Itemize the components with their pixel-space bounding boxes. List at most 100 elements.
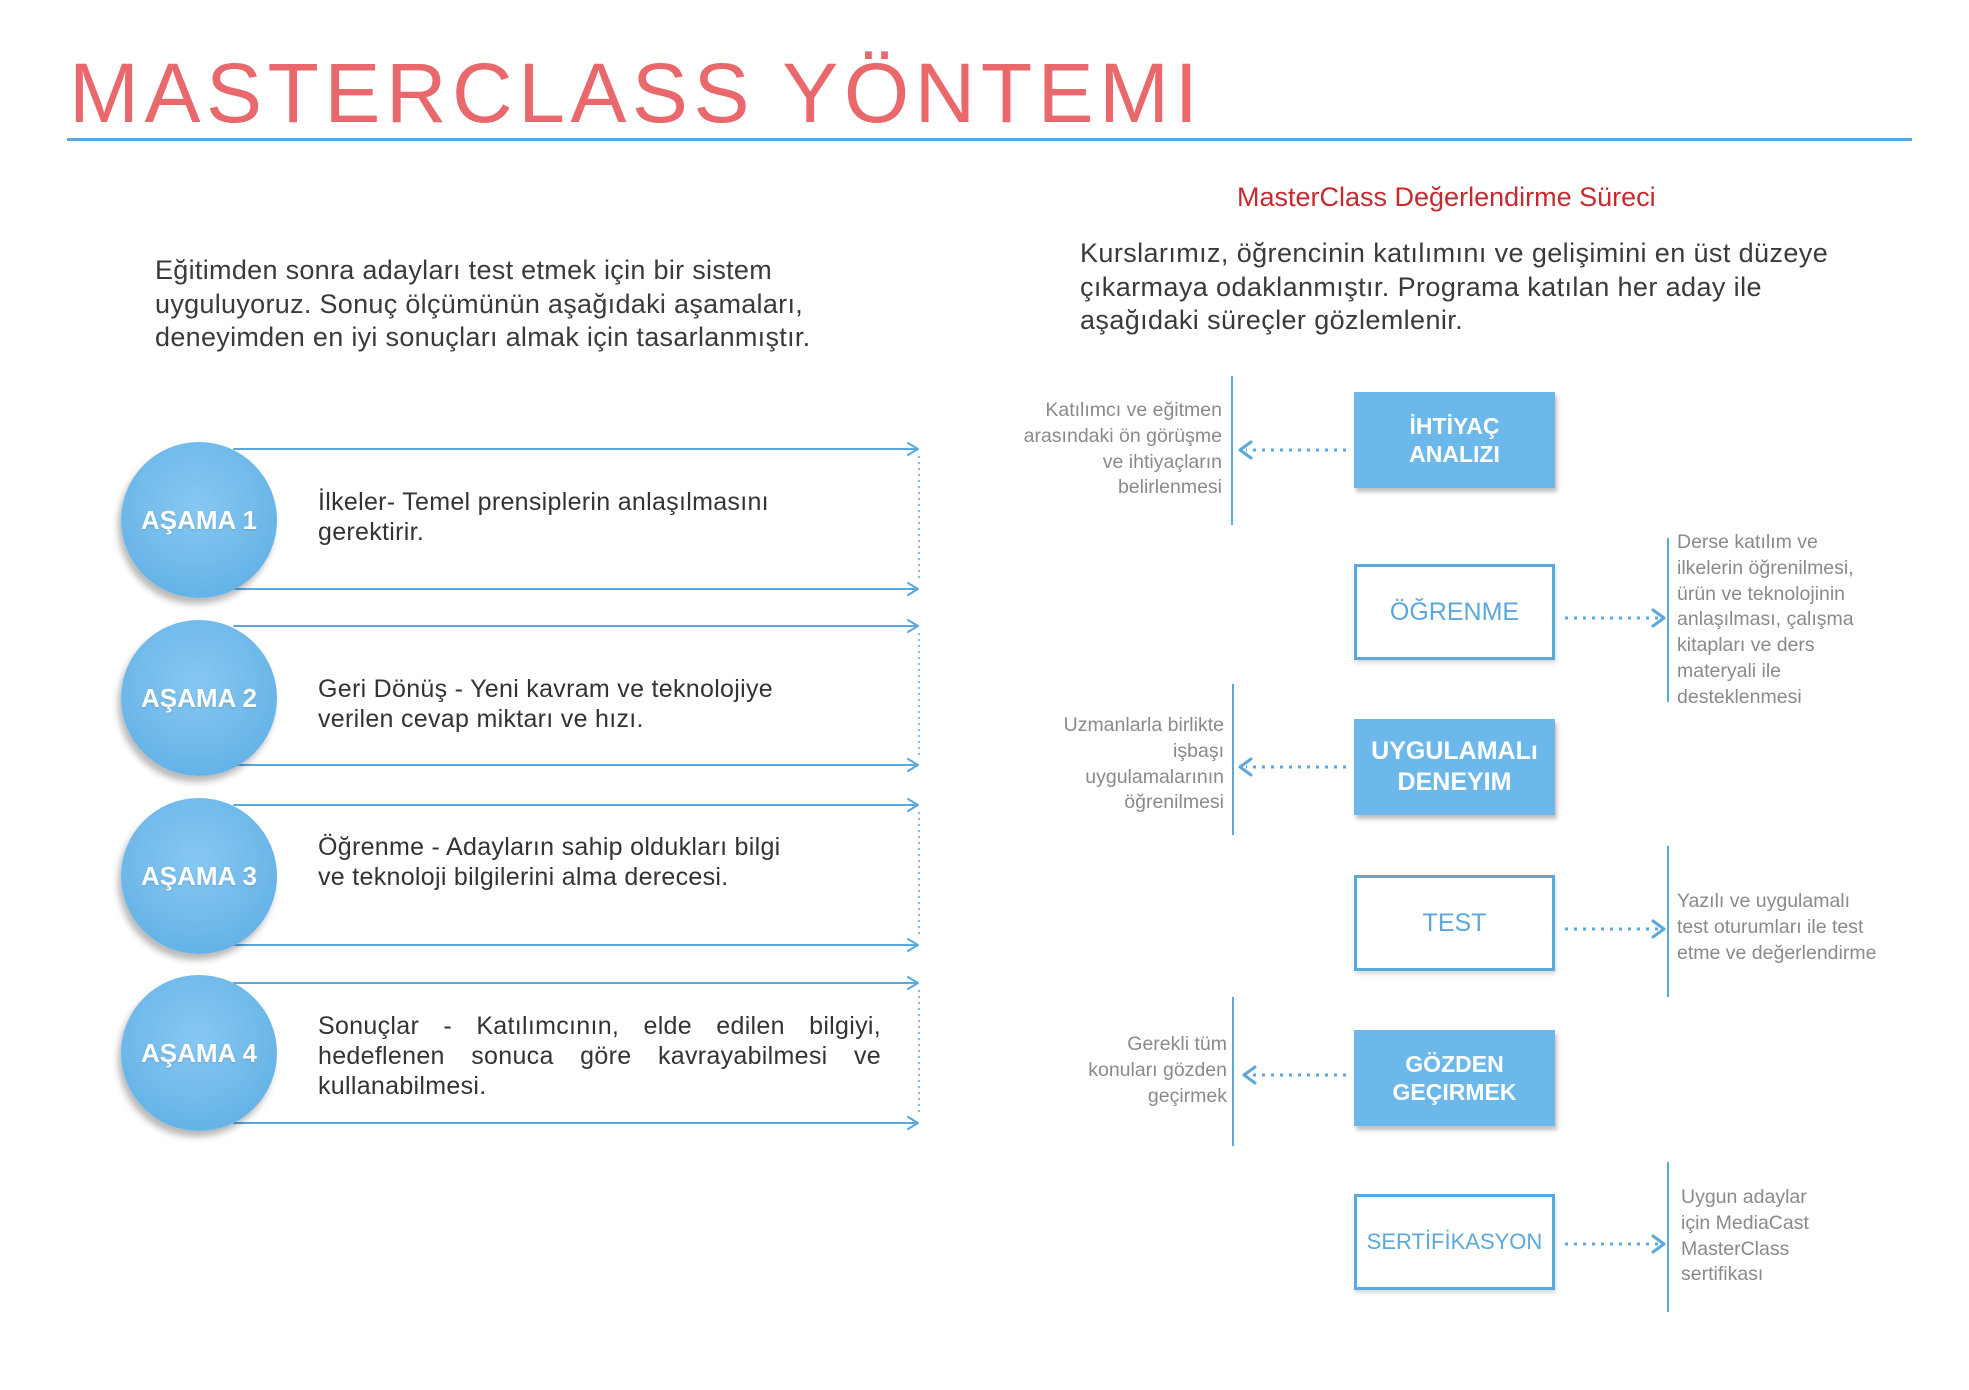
evaluation-intro: Kurslarımız, öğrencinin katılımını ve ge…	[1080, 237, 1828, 338]
step-note-line: için MediaCast	[1681, 1211, 1809, 1234]
step-4-arrowhead	[1651, 919, 1666, 939]
title-underline	[67, 138, 1912, 141]
stage-1-description-line: İlkeler- Temel prensiplerin anlaşılmasın…	[318, 488, 769, 516]
stage-4-connector	[233, 976, 920, 1130]
step-box-label-line: GÖZDEN	[1405, 1051, 1504, 1077]
step-1-connector	[1231, 376, 1346, 525]
step-1-note: Katılımcı ve eğitmen arasındaki ön görüş…	[992, 398, 1222, 501]
step-6-arrowhead	[1651, 1234, 1666, 1254]
step-3-note: Uzmanlarla birlikte işbaşı uygulamaların…	[994, 713, 1224, 816]
step-4-note: Yazılı ve uygulamalı test oturumları ile…	[1677, 889, 1876, 966]
step-5-connector	[1232, 997, 1346, 1146]
step-2-arrowhead	[1651, 608, 1666, 628]
stage-4-description-line: Sonuçlar - Katılımcının, elde edilen bil…	[318, 1012, 881, 1040]
page-title: MASTERCLASS YÖNTEMI	[69, 46, 1204, 140]
stage-1-top-arrowhead	[907, 442, 919, 456]
stage-4-description: Sonuçlar - Katılımcının, elde edilen bil…	[318, 1011, 881, 1101]
step-note-line: materyali ile	[1677, 659, 1782, 682]
method-intro: Eğitimden sonra adayları test etmek için…	[155, 254, 811, 355]
evaluation-intro-line: aşağıdaki süreçler gözlemlenir.	[1080, 305, 1464, 335]
step-box-label-line: SERTİFİKASYON	[1366, 1229, 1543, 1254]
step-note-line: MasterClass	[1681, 1237, 1790, 1260]
step-note-line: belirlenmesi	[1117, 476, 1222, 499]
step-note-line: Gerekli tüm	[1127, 1033, 1227, 1055]
step-6-connector	[1565, 1162, 1669, 1312]
stage-4-label: AŞAMA 4	[140, 1037, 258, 1068]
step-4-connector	[1565, 846, 1669, 997]
step-note-line: ve ihtiyaçların	[1102, 450, 1222, 473]
evaluation-intro-line: çıkarmaya odaklanmıştır. Programa katıla…	[1080, 271, 1762, 302]
step-needs-analysis-box: İHTİYAÇ ANALIZI	[1354, 392, 1555, 488]
stage-3-top-arrowhead	[907, 798, 919, 812]
step-2-connector	[1565, 538, 1669, 702]
stage-4-bottom-arrowhead	[907, 1116, 919, 1130]
step-5-note: Gerekli tüm konuları gözden geçirmek	[997, 1032, 1227, 1109]
stage-4-description-line: hedeflenen sonuca göre kavrayabilmesi ve	[318, 1042, 881, 1070]
stage-4-top-arrowhead	[907, 976, 919, 990]
stage-1-bottom-arrowhead	[907, 582, 919, 596]
stage-1-description-line: gerektirir.	[318, 518, 425, 546]
step-review-box: GÖZDEN GEÇIRMEK	[1354, 1030, 1555, 1126]
stage-2-circle: AŞAMA 2	[121, 620, 277, 776]
evaluation-heading: MasterClass Değerlendirme Süreci	[1237, 182, 1656, 212]
stage-2-top-arrowhead	[907, 619, 919, 633]
step-note-line: geçirmek	[1147, 1084, 1227, 1107]
step-note-line: ürün ve teknolojinin	[1677, 582, 1846, 605]
step-box-label-line: UYGULAMALı	[1371, 737, 1538, 765]
step-note-line: uygulamalarının	[1085, 765, 1224, 788]
step-note-line: konuları gözden	[1088, 1058, 1227, 1081]
step-note-line: sertifikası	[1681, 1263, 1764, 1286]
step-note-line: test oturumları ile test	[1677, 915, 1864, 938]
step-note-line: Derse katılım ve	[1677, 531, 1818, 553]
step-test-box: TEST	[1354, 875, 1555, 971]
stage-2-connector	[233, 619, 920, 772]
method-intro-line: uyguluyoruz. Sonuç ölçümünün aşağıdaki a…	[155, 288, 804, 319]
step-2-note: Derse katılım ve ilkelerin öğrenilmesi, …	[1677, 530, 1854, 711]
stage-1-label: AŞAMA 1	[140, 504, 258, 535]
step-3-connector	[1232, 684, 1346, 835]
step-3-arrowhead	[1238, 757, 1253, 777]
stage-2-description-line: Geri Dönüş - Yeni kavram ve teknolojiye	[318, 675, 773, 703]
method-intro-line: Eğitimden sonra adayları test etmek için…	[155, 255, 773, 285]
stage-3-description-line: Öğrenme - Adayların sahip oldukları bilg…	[318, 833, 781, 861]
step-box-label-line: GEÇIRMEK	[1392, 1079, 1517, 1105]
stage-2-label: AŞAMA 2	[140, 682, 258, 713]
step-box-label-line: DENEYIM	[1397, 768, 1512, 796]
stage-1-circle: AŞAMA 1	[121, 442, 277, 598]
stage-2-description-line: verilen cevap miktarı ve hızı.	[318, 705, 644, 733]
step-note-line: Uzmanlarla birlikte	[1063, 714, 1224, 736]
stage-3-connector	[233, 798, 920, 952]
step-note-line: arasındaki ön görüşme	[1023, 424, 1222, 447]
step-1-arrowhead	[1238, 440, 1253, 460]
stage-2-bottom-arrowhead	[907, 758, 919, 772]
step-note-line: anlaşılması, çalışma	[1677, 608, 1854, 631]
step-note-line: desteklenmesi	[1677, 685, 1802, 708]
step-6-note: Uygun adaylar için MediaCast MasterClass…	[1681, 1185, 1809, 1288]
stage-3-label: AŞAMA 3	[140, 860, 258, 891]
stage-3-circle: AŞAMA 3	[121, 798, 277, 954]
step-note-line: ilkelerin öğrenilmesi,	[1677, 556, 1854, 579]
stage-3-description: Öğrenme - Adayların sahip oldukları bilg…	[318, 832, 781, 892]
step-note-line: Uygun adaylar	[1681, 1186, 1807, 1208]
step-box-label-line: İHTİYAÇ	[1409, 413, 1500, 439]
stage-4-description-line: kullanabilmesi.	[318, 1072, 487, 1100]
step-practical-experience-box: UYGULAMALı DENEYIM	[1354, 719, 1555, 815]
step-note-line: Katılımcı ve eğitmen	[1045, 399, 1222, 421]
step-box-label-line: ANALIZI	[1409, 441, 1500, 467]
stage-1-description: İlkeler- Temel prensiplerin anlaşılmasın…	[318, 487, 769, 547]
step-box-label-line: TEST	[1422, 909, 1487, 937]
step-learning-box: ÖĞRENME	[1354, 564, 1555, 660]
stage-2-description: Geri Dönüş - Yeni kavram ve teknolojiye …	[318, 674, 773, 734]
stage-1-connector	[233, 442, 920, 596]
stage-4-circle: AŞAMA 4	[121, 975, 277, 1131]
evaluation-intro-line: Kurslarımız, öğrencinin katılımını ve ge…	[1080, 238, 1829, 268]
stage-3-bottom-arrowhead	[907, 938, 919, 952]
step-certification-box: SERTİFİKASYON	[1354, 1194, 1555, 1290]
step-note-line: etme ve değerlendirme	[1677, 941, 1877, 964]
method-intro-line: deneyimden en iyi sonuçları almak için t…	[155, 322, 811, 352]
step-note-line: işbaşı	[1173, 739, 1224, 762]
step-box-label-line: ÖĞRENME	[1389, 598, 1520, 626]
step-note-line: Yazılı ve uygulamalı	[1677, 890, 1851, 912]
